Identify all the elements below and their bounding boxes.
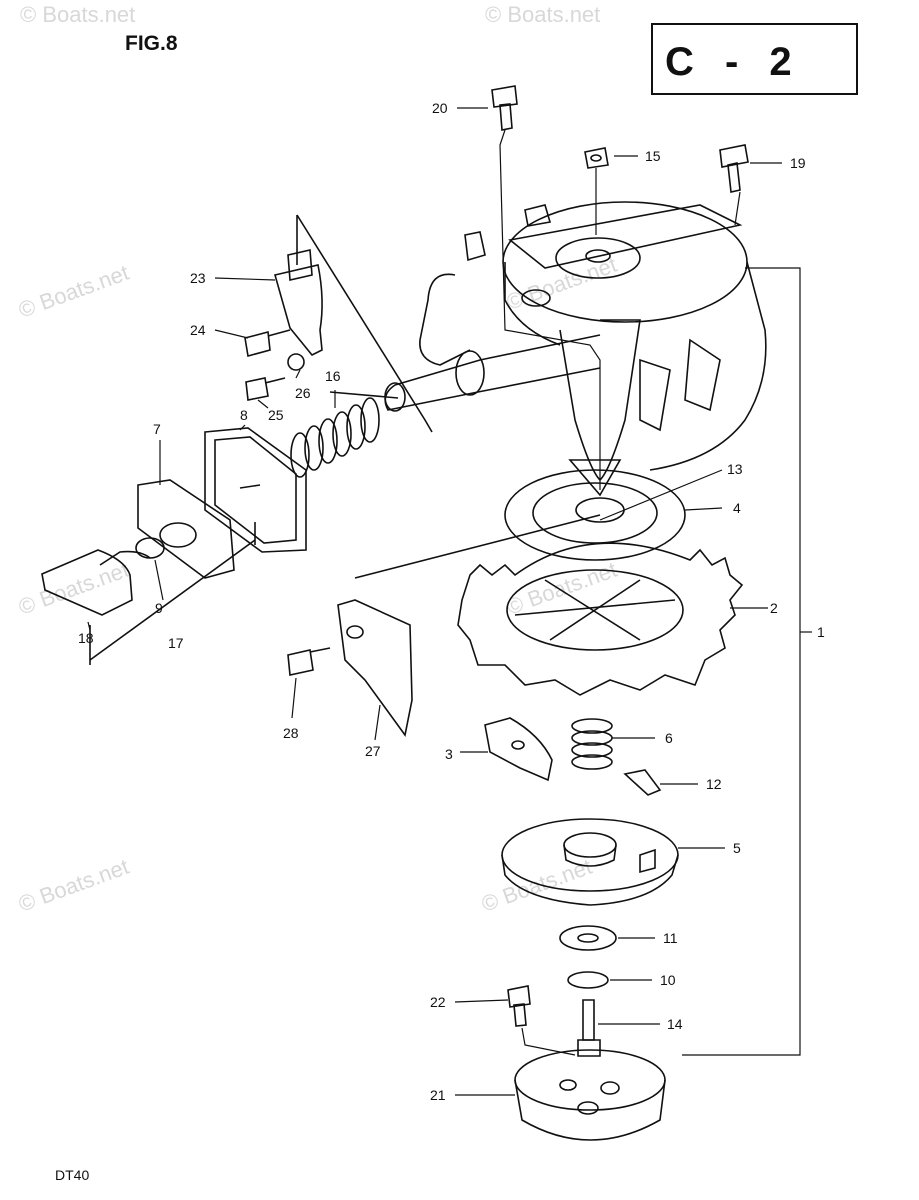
model-label: DT40 <box>55 1167 89 1183</box>
leader-lines <box>87 107 812 1096</box>
callout-20: 20 <box>432 100 448 116</box>
watermark-text: © Boats.net <box>15 854 132 917</box>
watermark-text: © Boats.net <box>485 2 600 27</box>
cup-21 <box>514 1049 666 1141</box>
callouts: 1 2 3 4 5 6 7 8 9 10 11 12 13 14 15 16 1… <box>78 100 825 1103</box>
callout-18: 18 <box>78 630 94 646</box>
watermark-text: © Boats.net <box>20 2 135 27</box>
callout-26: 26 <box>295 385 311 401</box>
callout-25: 25 <box>268 407 284 423</box>
callout-7: 7 <box>153 421 161 437</box>
spring-6 <box>571 718 613 770</box>
bolt-14 <box>577 999 601 1057</box>
pawl-3 <box>484 717 553 782</box>
callout-12: 12 <box>706 776 722 792</box>
callout-27: 27 <box>365 743 381 759</box>
callout-19: 19 <box>790 155 806 171</box>
callout-3: 3 <box>445 746 453 762</box>
callout-1: 1 <box>817 624 825 640</box>
callout-21: 21 <box>430 1087 446 1103</box>
handle-bracket-23 <box>244 214 433 433</box>
spring-16 <box>290 397 380 478</box>
bolt-19 <box>719 144 749 193</box>
callout-16: 16 <box>325 368 341 384</box>
callout-4: 4 <box>733 500 741 516</box>
callout-23: 23 <box>190 270 206 286</box>
washer-10 <box>567 971 609 989</box>
rope-guide-27 <box>287 514 601 737</box>
callout-17: 17 <box>168 635 184 651</box>
washer-11 <box>559 925 617 951</box>
callout-5: 5 <box>733 840 741 856</box>
callout-28: 28 <box>283 725 299 741</box>
callout-13: 13 <box>727 461 743 477</box>
callout-6: 6 <box>665 730 673 746</box>
figure-label: FIG.8 <box>125 32 178 55</box>
callout-8: 8 <box>240 407 248 423</box>
seal-plate-7-8 <box>137 427 307 579</box>
bolt-22 <box>507 985 531 1027</box>
nut-15 <box>584 147 609 169</box>
watermark-text: © Boats.net <box>15 557 132 620</box>
bolt-20 <box>491 85 518 131</box>
callout-14: 14 <box>667 1016 683 1032</box>
section-code: C - 2 <box>665 40 802 84</box>
callout-24: 24 <box>190 322 206 338</box>
watermarks: © Boats.net © Boats.net © Boats.net © Bo… <box>15 2 620 917</box>
callout-9: 9 <box>155 600 163 616</box>
drive-plate-5 <box>501 818 679 906</box>
starter-housing <box>329 201 767 497</box>
callout-2: 2 <box>770 600 778 616</box>
callout-11: 11 <box>663 930 678 946</box>
callout-10: 10 <box>660 972 676 988</box>
starter-handle-18 <box>41 522 256 665</box>
watermark-text: © Boats.net <box>15 260 132 323</box>
clip-12 <box>623 769 662 796</box>
washer-11-hole <box>577 933 599 943</box>
callout-22: 22 <box>430 994 446 1010</box>
callout-15: 15 <box>645 148 661 164</box>
watermark-text: © Boats.net <box>478 854 595 917</box>
section-code-box <box>651 23 858 95</box>
